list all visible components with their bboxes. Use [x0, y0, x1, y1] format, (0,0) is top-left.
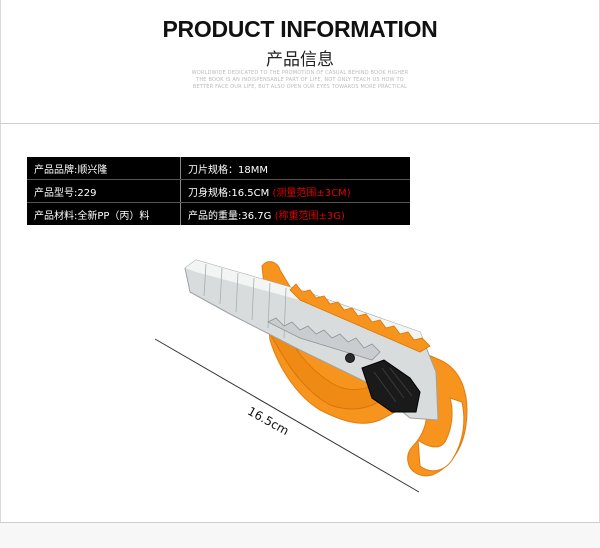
- section-divider-top: [0, 123, 600, 124]
- spec-brand: 产品品牌:顺兴隆: [27, 157, 181, 180]
- spec-row: 产品型号:229 刀身规格:16.5CM (测量范围±3CM): [27, 179, 410, 203]
- spec-body-size: 刀身规格:16.5CM (测量范围±3CM): [180, 179, 410, 203]
- knife-screw: [345, 353, 355, 363]
- spec-weight: 产品的重量:36.7G (称重范围±3G): [181, 203, 411, 226]
- fine-print-line-3: BETTER FACE OUR LIFE, BUT ALSO OPEN OUR …: [192, 84, 408, 90]
- spec-model: 产品型号:229: [27, 179, 181, 203]
- knife-rail-teeth: [267, 317, 381, 361]
- fine-print-line-2: THE BOOK IS AN INDISPENSABLE PART OF LIF…: [196, 77, 404, 83]
- spec-body-size-note: (测量范围±3CM): [272, 187, 351, 199]
- spec-blade-size: 刀片规格：18MM: [180, 157, 410, 180]
- fine-print-line-1: WORLDWIDE DEDICATED TO THE PROMOTION OF …: [191, 70, 409, 76]
- spec-body-size-text: 刀身规格:16.5CM: [188, 187, 270, 199]
- spec-weight-note: (称重范围±3G): [274, 210, 345, 222]
- slider-grip-lines: [373, 367, 413, 403]
- spec-row: 产品品牌:顺兴隆 刀片规格：18MM: [27, 157, 410, 180]
- bottom-strip: [0, 523, 600, 548]
- spec-material: 产品材料:全新PP（丙）料: [27, 202, 181, 225]
- spec-table: 产品品牌:顺兴隆 刀片规格：18MM 产品型号:229 刀身规格:16.5CM …: [27, 157, 410, 225]
- page-subtitle: 产品信息: [266, 50, 334, 70]
- knife-handle-loop: [417, 397, 465, 472]
- spec-blade-size-text: 刀片规格：18MM: [188, 164, 268, 176]
- knife-slider-button: [361, 359, 421, 413]
- knife-top-ridges: [289, 283, 431, 353]
- section-divider-bottom: [0, 522, 600, 523]
- page-title: PRODUCT INFORMATION: [162, 16, 438, 42]
- spec-weight-text: 产品的重量:36.7G: [188, 210, 272, 222]
- left-border: [0, 0, 1, 548]
- measure-line: [154, 338, 420, 493]
- spec-row: 产品材料:全新PP（丙）料 产品的重量:36.7G (称重范围±3G): [27, 202, 411, 226]
